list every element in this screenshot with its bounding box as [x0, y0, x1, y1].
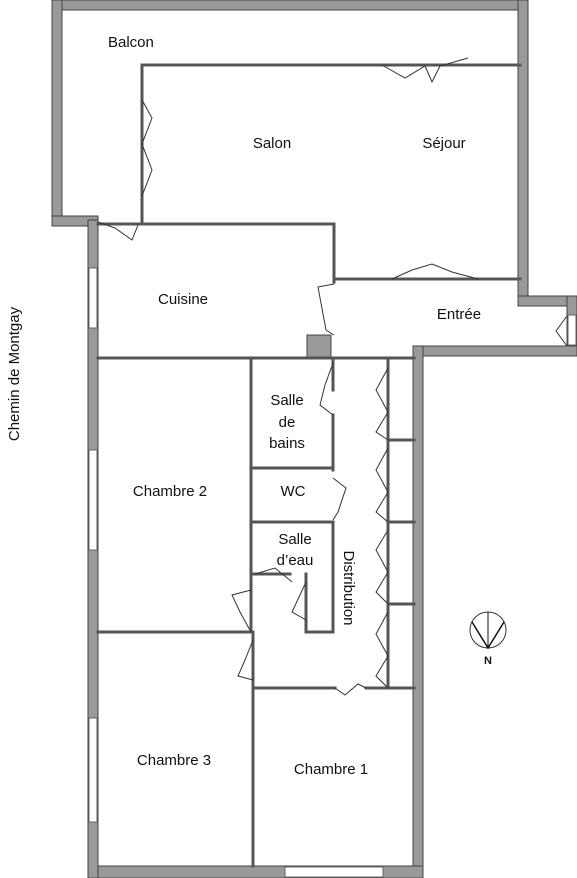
- label-salon: Salon: [253, 135, 291, 152]
- room-labels: Balcon Salon Séjour Cuisine Entrée Salle…: [108, 34, 481, 778]
- label-wc: WC: [281, 483, 306, 500]
- door-chambre-2: [231, 589, 252, 633]
- door-balcon-folding-left: [141, 99, 153, 197]
- doors: [97, 57, 568, 696]
- label-chambre-3: Chambre 3: [137, 752, 211, 769]
- door-balcon-bottom: [97, 221, 139, 241]
- wall-top: [51, 0, 529, 11]
- label-chambre-2: Chambre 2: [133, 483, 207, 500]
- window-entree: [567, 314, 577, 346]
- label-salle-eau-2: d’eau: [277, 552, 314, 569]
- windows: [88, 267, 577, 878]
- window-chambre-2: [88, 449, 98, 551]
- label-salle-de-bains-3: bains: [269, 435, 305, 452]
- door-closet-3: [375, 529, 389, 605]
- door-closet-1: [375, 367, 389, 441]
- wall-left-balcon: [51, 0, 63, 226]
- label-salle-eau-1: Salle: [278, 531, 311, 548]
- window-kitchen: [88, 267, 98, 329]
- kitchen-column: [306, 334, 332, 360]
- street-label: Chemin de Montgay: [6, 306, 23, 441]
- door-chambre-3: [237, 639, 254, 681]
- door-wc: [332, 477, 347, 521]
- door-salle-eau: [254, 567, 293, 583]
- window-chambre-3: [88, 717, 98, 823]
- label-salle-de-bains-1: Salle: [270, 392, 303, 409]
- wall-right-top: [517, 0, 529, 307]
- label-entree: Entrée: [437, 306, 481, 323]
- door-se-closet: [291, 581, 307, 621]
- label-balcon: Balcon: [108, 34, 154, 51]
- wall-right-step: [517, 295, 577, 307]
- door-cuisine: [317, 283, 335, 336]
- door-balcon-folding-top: [381, 57, 469, 84]
- wall-right-lower: [412, 345, 424, 878]
- door-chambre-1: [334, 683, 367, 696]
- north-arrow: N: [469, 611, 507, 667]
- partitions: [96, 63, 522, 868]
- door-entree: [555, 315, 568, 347]
- north-label: N: [484, 655, 492, 667]
- exterior-walls: [51, 0, 577, 878]
- door-closet-2: [375, 447, 389, 523]
- label-cuisine: Cuisine: [158, 291, 208, 308]
- label-distribution: Distribution: [340, 550, 357, 625]
- label-sejour: Séjour: [422, 135, 465, 152]
- door-closet-4: [375, 611, 389, 689]
- window-chambre-1: [284, 866, 384, 878]
- label-chambre-1: Chambre 1: [294, 761, 368, 778]
- door-entree-folding: [391, 263, 479, 280]
- wall-entree-bottom: [412, 345, 577, 357]
- door-salle-de-bains: [319, 362, 334, 416]
- label-salle-de-bains-2: de: [279, 414, 296, 431]
